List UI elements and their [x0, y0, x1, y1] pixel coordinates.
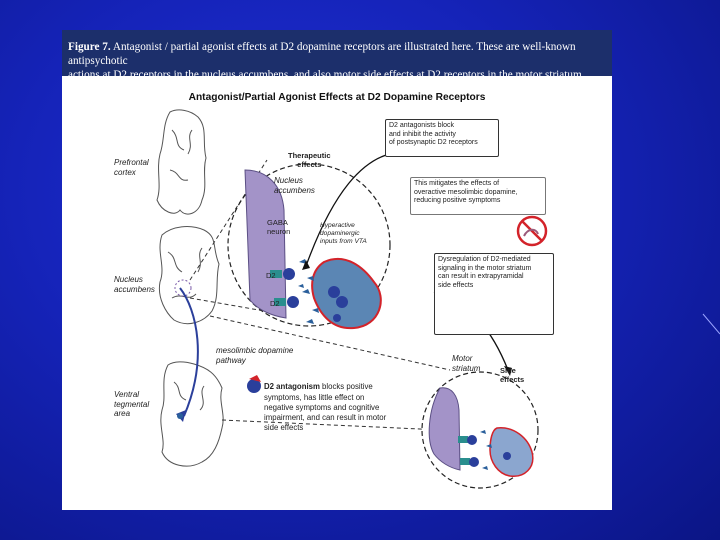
label-prefrontal-cortex: Prefrontal cortex [114, 158, 149, 177]
label-gaba-neuron: GABA neuron [267, 218, 290, 236]
label-d2-receptor-lower: D2 [270, 299, 280, 308]
label-hyperactive-inputs: Hyperactive dopaminergic inputs from VTA [320, 222, 367, 245]
label-side-effects: Side effects [500, 366, 524, 384]
label-therapeutic-effects: Therapeutic effects [288, 151, 331, 169]
label-motor-striatum: Motor striatum [452, 354, 480, 373]
summary-rest-line1: blocks positive [320, 382, 373, 391]
summary-bold: D2 antagonism [264, 382, 320, 391]
figure-panel: Figure 7. Antagonist / partial agonist e… [62, 30, 612, 510]
label-panel-nucleus-accumbens: Nucleus accumbens [274, 176, 315, 195]
label-ventral-tegmental-area: Ventral tegmental area [114, 390, 149, 419]
brain-slice-ventral [161, 362, 223, 466]
callout-dysregulation: Dysregulation of D2-mediated signaling i… [434, 253, 554, 335]
summary-text: D2 antagonism blocks positive [264, 382, 373, 392]
summary-rest-lines: symptoms, has little effect on negative … [264, 393, 386, 433]
label-mesolimbic-pathway: mesolimbic dopamine pathway [216, 346, 293, 365]
brain-slice-middle [159, 227, 219, 324]
brain-slice-prefrontal [157, 110, 206, 214]
callout-mitigates-effects: This mitigates the effects of overactive… [410, 177, 546, 215]
callout-d2-antagonists-block: D2 antagonists block and inhibit the act… [385, 119, 499, 157]
label-d2-receptor-upper: D2 [266, 271, 276, 280]
label-nucleus-accumbens: Nucleus accumbens [114, 275, 155, 294]
